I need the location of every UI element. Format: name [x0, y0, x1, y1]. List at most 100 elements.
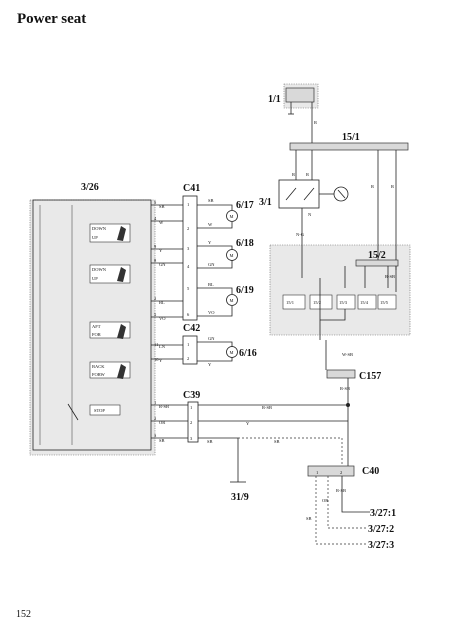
label-3-27-3: 3/27:3	[368, 540, 394, 551]
motor-6-19	[226, 294, 238, 306]
sw-up2: UP	[92, 276, 98, 281]
wire-r-sb3: R-SB	[340, 386, 350, 391]
stop-switch	[89, 404, 121, 416]
label-c39: C39	[183, 390, 200, 401]
label-c157: C157	[359, 371, 381, 382]
wire-ln1: LN	[159, 344, 166, 349]
label-6-16: 6/16	[239, 348, 257, 359]
pin-c40-2: 2	[340, 470, 342, 475]
pin-5b: 5	[154, 312, 157, 317]
wire-y-c39: Y	[246, 421, 250, 426]
wire-sb1: SB	[159, 204, 165, 209]
pin-c39-1: 1	[190, 405, 192, 410]
wire-sb6: SB	[306, 516, 312, 521]
wire-bl2: BL	[208, 282, 214, 287]
motor-6-17	[226, 210, 238, 222]
label-6-17: 6/17	[236, 200, 254, 211]
pin-c39-2: 2	[190, 420, 192, 425]
wire-w2: W	[208, 222, 213, 227]
pin-c41-3: 3	[187, 246, 190, 251]
wire-r2: R	[292, 172, 295, 177]
relay-15-2	[355, 259, 399, 267]
pin-r15-5: 15/5	[380, 300, 389, 305]
sw-aft: AFT	[92, 324, 101, 329]
sw-up: UP	[92, 235, 98, 240]
label-c40: C40	[362, 466, 379, 477]
pin-c42-1: 1	[187, 342, 189, 347]
wire-r-sb-c40: R-SB	[336, 488, 346, 493]
wire-gn3: GN	[208, 336, 215, 341]
wire-vo2: VO	[208, 310, 215, 315]
splice-dot	[346, 403, 350, 407]
pin-c41-2: 2	[187, 226, 189, 231]
wire-r3: R	[306, 172, 309, 177]
sw-stop: STOP	[94, 408, 105, 413]
wire-vo1: VO	[159, 316, 166, 321]
relay-slots	[282, 294, 397, 310]
motor-symbol: M	[230, 214, 234, 219]
connector-c157	[326, 369, 356, 379]
pin-r15-1: 15/1	[286, 300, 294, 305]
page-title: Power seat	[17, 11, 87, 27]
fuse-1-1	[285, 87, 315, 130]
sw-for: FOR	[92, 332, 101, 337]
label-3-26: 3/26	[81, 182, 99, 193]
wire-n1: N	[308, 212, 312, 217]
motor-symbol: M	[230, 298, 234, 303]
wire-gn1: GN	[159, 262, 166, 267]
wire-sb4: SB	[207, 439, 213, 444]
wire-gn2: GN	[208, 262, 215, 267]
pin-10: 10	[154, 357, 159, 362]
pin-c40-1: 1	[316, 470, 318, 475]
wire-or: OR	[159, 420, 165, 425]
wire-r-sb-c39: R-SB	[262, 405, 272, 410]
sw-back: BACK	[92, 364, 105, 369]
page-number: 152	[16, 609, 31, 620]
bus-15-1	[289, 142, 409, 151]
motor-6-18	[226, 249, 238, 261]
pin-c41-5: 5	[187, 286, 190, 291]
label-6-18: 6/18	[236, 238, 254, 249]
label-15-2: 15/2	[368, 250, 386, 261]
wire-r5: R	[391, 184, 394, 189]
pin-r15-4: 15/4	[360, 300, 369, 305]
label-15-1: 15/1	[342, 132, 360, 143]
wire-y2: Y	[208, 240, 212, 245]
pin-4: 4	[154, 216, 157, 221]
label-3-1: 3/1	[259, 197, 272, 208]
label-6-19: 6/19	[236, 285, 254, 296]
wire-y3: Y	[159, 358, 163, 363]
wire-sb2: SB	[208, 198, 214, 203]
pin-8: 8	[154, 258, 157, 263]
label-3-27-2: 3/27:2	[368, 524, 394, 535]
connector-c40	[307, 465, 355, 477]
pin-c39-3: 3	[190, 436, 193, 441]
pin-11: 11	[154, 342, 158, 347]
seat-icon	[117, 364, 126, 379]
wire-r4: R	[371, 184, 374, 189]
label-1-1: 1/1	[268, 94, 281, 105]
connector-c42	[182, 335, 198, 365]
relay-zone	[269, 244, 411, 336]
motor-symbol: M	[230, 253, 234, 258]
wire-ng: N-G	[296, 232, 305, 237]
seat-icon	[117, 324, 126, 339]
motor-6-16	[226, 346, 238, 358]
switch-panel	[32, 199, 152, 451]
pin-9: 9	[154, 244, 157, 249]
pin-c42-2: 2	[187, 356, 189, 361]
wire-r-sb2: R-SB	[385, 274, 395, 279]
pin-3: 3	[154, 433, 157, 438]
connector-c41	[182, 195, 198, 321]
pin-5: 5	[154, 200, 157, 205]
sw-down2: DOWN	[92, 267, 107, 272]
pin-c41-4: 4	[187, 264, 190, 269]
wire-w1: W	[159, 220, 164, 225]
wire-bl1: BL	[159, 300, 165, 305]
wire-sb3: SB	[159, 438, 165, 443]
pin-r15-3: 15/3	[339, 300, 348, 305]
pin-2b: 2	[154, 416, 156, 421]
wire-r-sb: R-SB	[159, 404, 169, 409]
seat-icon	[117, 226, 126, 241]
